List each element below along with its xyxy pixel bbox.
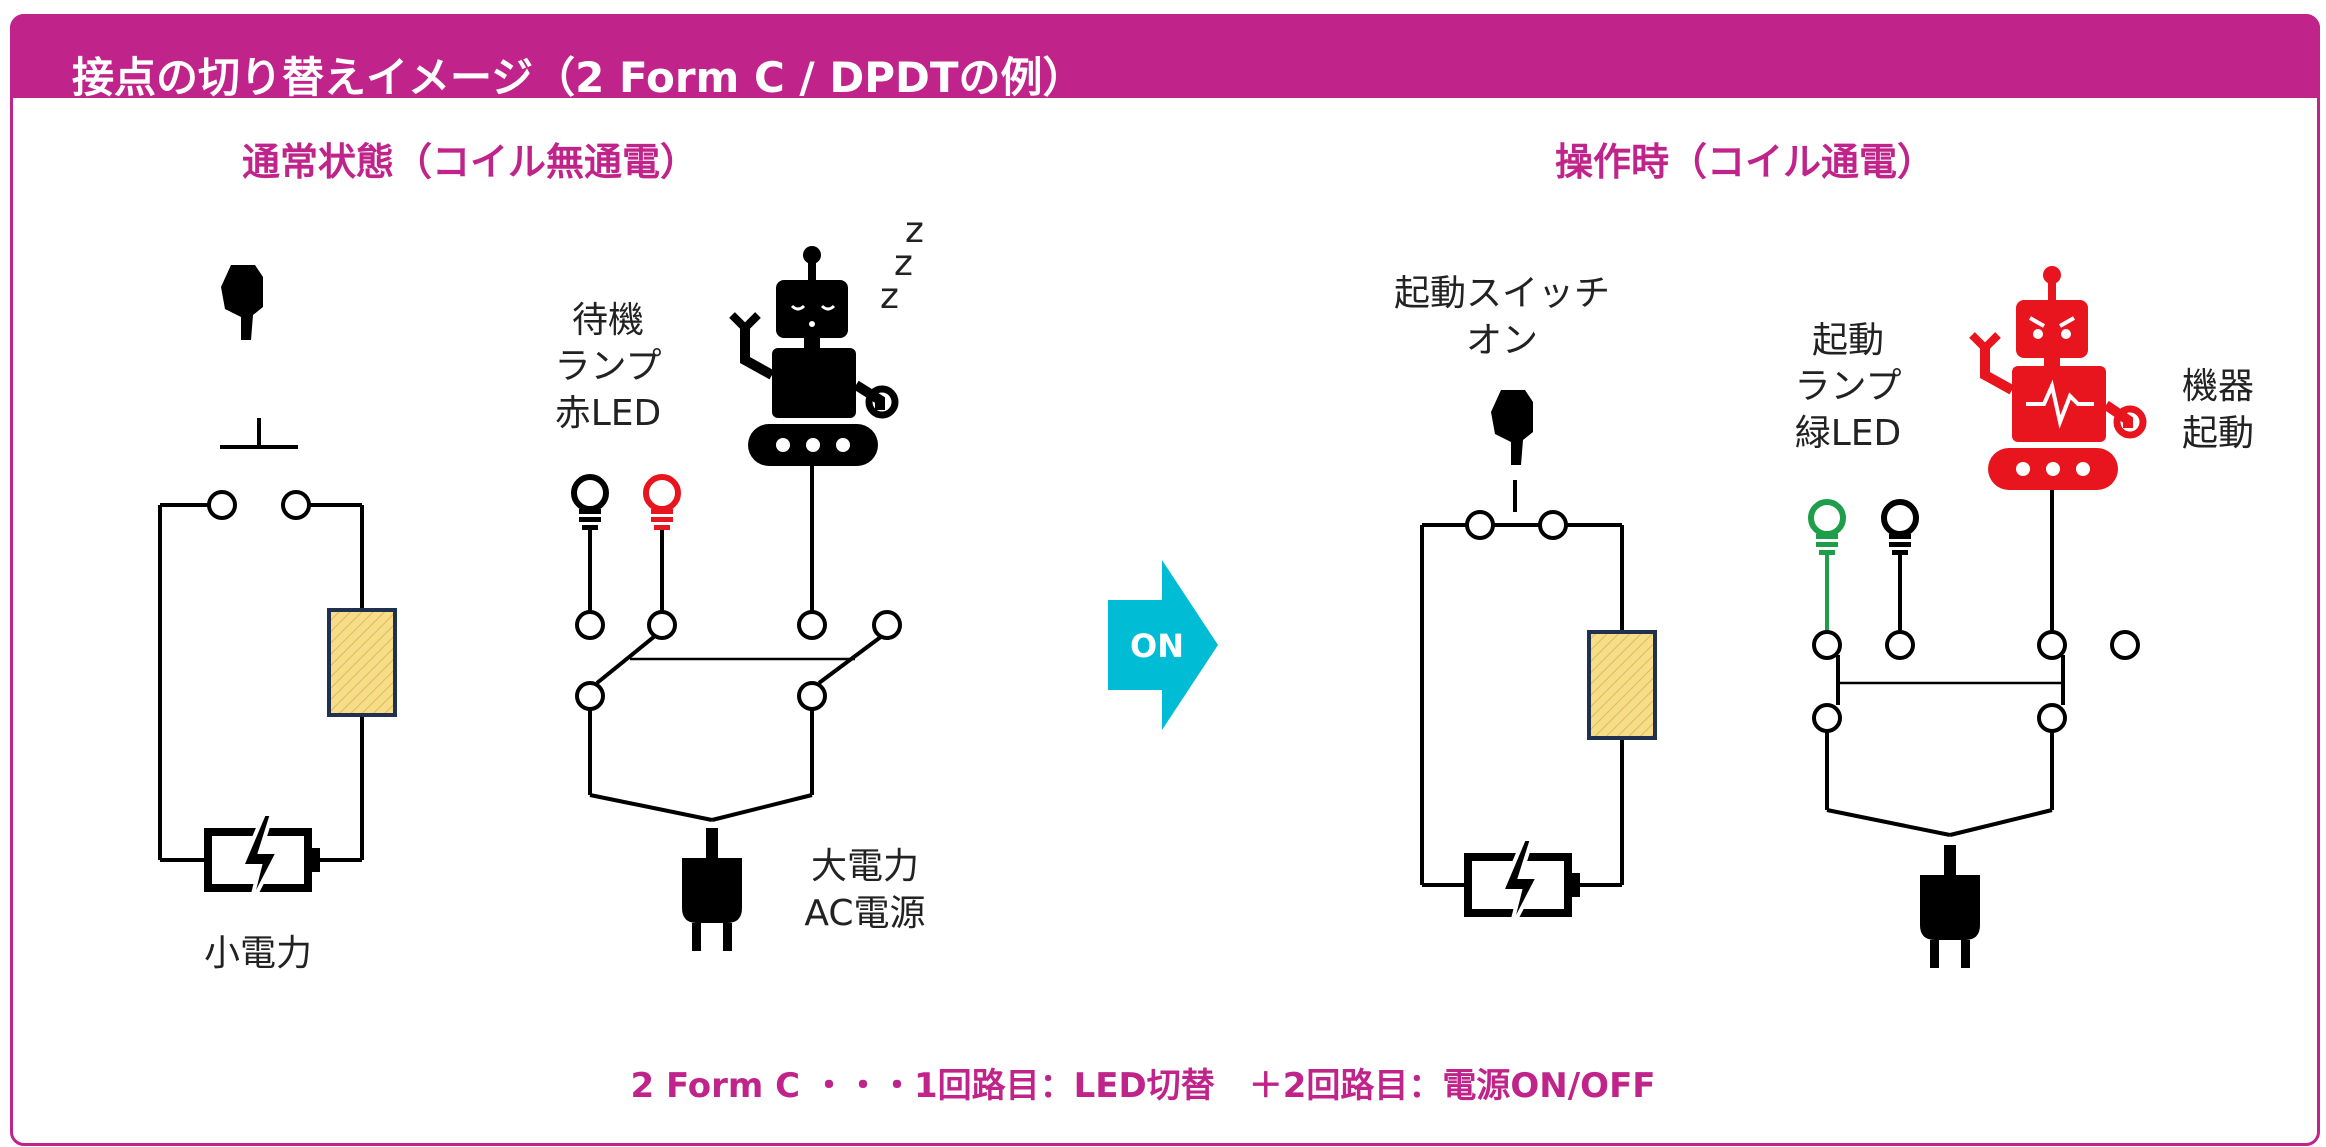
sleep-z-3: z — [905, 210, 924, 251]
contact-circuit-operating — [1812, 490, 2140, 837]
green-led-bulb-icon — [1811, 502, 1843, 555]
finger-press-icon — [221, 265, 263, 340]
switch-label-2: オン — [1466, 320, 1538, 361]
relay-coil — [327, 608, 397, 717]
normal-state-title: 通常状態（コイル無通電） — [242, 140, 698, 184]
footer-caption: 2 Form C ・・・1回路目：LED切替 ＋2回路目：電源ON/OFF — [630, 1066, 1655, 1106]
angry-robot-icon — [1969, 266, 2147, 490]
on-arrow: ON — [1108, 560, 1218, 730]
power-plug-icon-2 — [1920, 845, 1980, 968]
standby-lamp-label-2: ランプ — [555, 346, 662, 387]
device-start-label-2: 起動 — [2182, 413, 2254, 454]
start-lamp-label-3: 緑LED — [1795, 413, 1902, 454]
operating-state-title: 操作時（コイル通電） — [1555, 140, 1935, 184]
small-power-label: 小電力 — [204, 933, 312, 974]
start-lamp-label-2: ランプ — [1795, 366, 1902, 407]
contact-circuit-normal — [575, 466, 902, 822]
sleep-z-2: z — [894, 243, 913, 284]
black-bulb-icon-2 — [1884, 502, 1916, 555]
battery-charging-icon-2 — [1468, 839, 1580, 931]
push-button — [220, 418, 298, 449]
switch-label-1: 起動スイッチ — [1394, 273, 1610, 314]
header-bar: 接点の切り替えイメージ（2 Form C / DPDTの例） — [10, 14, 2320, 102]
black-bulb-icon — [574, 477, 606, 530]
power-plug-icon — [682, 828, 742, 951]
finger-press-icon-pressed — [1491, 390, 1533, 465]
coil-circuit — [158, 490, 364, 862]
relay-coil-energized — [1587, 630, 1657, 740]
sleep-z-1: z — [880, 276, 899, 317]
on-arrow-label: ON — [1130, 627, 1184, 665]
battery-charging-icon — [208, 814, 320, 906]
high-power-label-2: AC電源 — [804, 893, 925, 934]
high-power-label-1: 大電力 — [811, 846, 919, 887]
start-lamp-label-1: 起動 — [1812, 320, 1884, 361]
red-led-bulb-icon — [646, 477, 678, 530]
standby-lamp-label-3: 赤LED — [555, 393, 662, 434]
sleeping-robot-icon — [729, 246, 899, 466]
standby-lamp-label-1: 待機 — [572, 300, 644, 341]
header-title: 接点の切り替えイメージ（2 Form C / DPDTの例） — [72, 53, 1085, 102]
device-start-label-1: 機器 — [2182, 366, 2254, 407]
coil-circuit-energized — [1420, 510, 1624, 887]
